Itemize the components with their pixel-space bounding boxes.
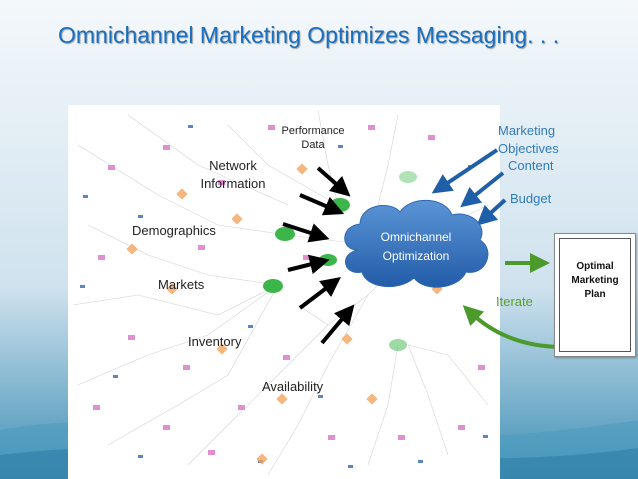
- arrow-content: [460, 171, 505, 208]
- arrow-markets: [287, 254, 330, 275]
- budget-label: Budget: [510, 191, 552, 206]
- network-information-label-line2: Information: [200, 176, 266, 191]
- slide-title: Omnichannel Marketing Optimizes Messagin…: [58, 22, 560, 48]
- network-information-label-line1: Network: [209, 158, 257, 173]
- inventory-label: Inventory: [188, 334, 242, 349]
- markets-label: Markets: [158, 277, 205, 292]
- performance-data-label: Performance Data: [268, 124, 358, 152]
- optimal-marketing-plan-box: Optimal Marketing Plan: [554, 233, 636, 357]
- marketing-objectives-label: Marketing Objectives: [498, 122, 559, 158]
- arrow-demographics: [282, 222, 330, 243]
- arrow-availability: [320, 304, 355, 345]
- arrow-marketing-objectives: [431, 148, 499, 194]
- cloud-label-line1: Omnichannel: [380, 230, 452, 244]
- plan-label: Optimal Marketing Plan: [555, 260, 635, 302]
- iterate-label: Iterate: [496, 294, 533, 309]
- marketing-objectives-line1: Marketing: [498, 123, 556, 138]
- performance-data-label-line2: Data: [301, 139, 325, 151]
- plan-label-line2: Marketing: [571, 275, 619, 286]
- omnichannel-optimization-cloud: [344, 199, 489, 288]
- network-information-label: Network Information: [188, 157, 278, 193]
- plan-label-line1: Optimal: [576, 261, 614, 272]
- plan-label-line3: Plan: [584, 289, 606, 300]
- arrow-network-information: [299, 193, 345, 216]
- arrow-inventory: [298, 276, 341, 310]
- content-label: Content: [508, 158, 554, 173]
- plan-inner-border: [559, 238, 631, 352]
- availability-label: Availability: [262, 379, 324, 394]
- cloud-label: Omnichannel Optimization: [363, 228, 469, 266]
- marketing-objectives-line2: Objectives: [498, 141, 559, 156]
- cloud-label-line2: Optimization: [382, 249, 450, 263]
- performance-data-label-line1: Performance: [281, 125, 345, 137]
- arrow-performance-data: [316, 166, 351, 197]
- arrow-budget: [476, 198, 507, 226]
- demographics-label: Demographics: [132, 223, 216, 238]
